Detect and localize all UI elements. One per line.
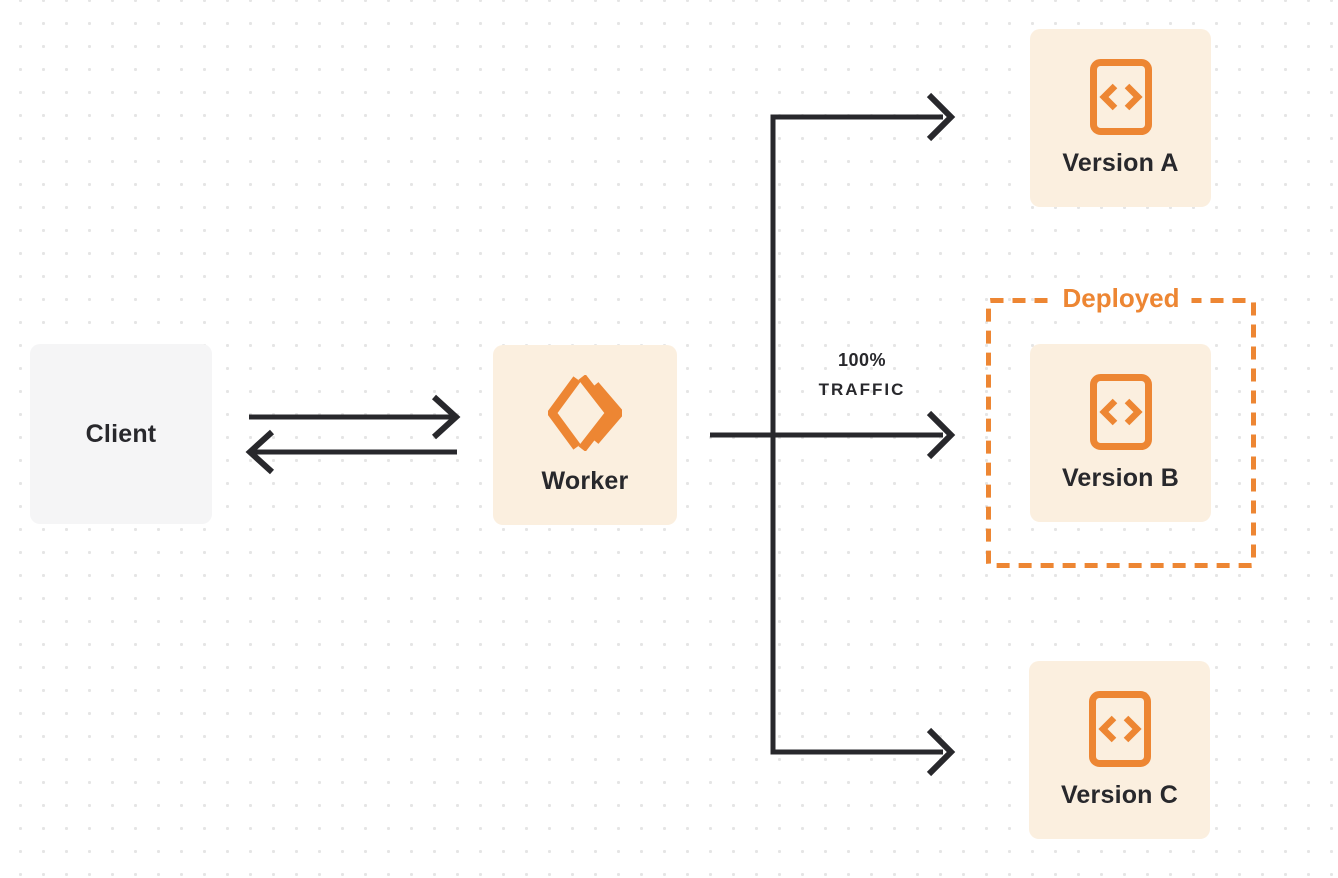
arrowhead-version-b-icon xyxy=(926,410,956,460)
arrowhead-right-icon xyxy=(431,394,461,440)
version-b-label: Version B xyxy=(1061,463,1180,492)
version-c-node: Version C xyxy=(1029,661,1210,839)
version-b-node: Version B xyxy=(1030,344,1211,522)
version-c-label: Version C xyxy=(1060,780,1179,809)
traffic-percent-text: 100% xyxy=(837,350,887,370)
traffic-word-text: TRAFFIC xyxy=(818,380,906,399)
cloudflare-workers-logo-icon xyxy=(548,374,622,451)
arrowhead-version-c-icon xyxy=(926,727,956,777)
code-file-icon xyxy=(1089,373,1152,450)
client-label: Client xyxy=(85,419,157,448)
version-a-label: Version A xyxy=(1062,148,1179,177)
client-node: Client xyxy=(30,344,212,524)
deployed-label: Deployed xyxy=(1050,282,1192,314)
worker-node: Worker xyxy=(493,345,677,525)
arrowhead-version-a-icon xyxy=(926,92,956,142)
traffic-percentage-label: 100% TRAFFIC xyxy=(788,350,936,400)
version-a-node: Version A xyxy=(1030,29,1211,207)
arrowhead-left-icon xyxy=(245,429,275,475)
code-file-icon xyxy=(1089,58,1152,135)
code-file-icon xyxy=(1088,690,1151,767)
edge-worker-to-client xyxy=(245,429,457,475)
worker-label: Worker xyxy=(541,466,629,495)
edge-client-to-worker xyxy=(249,394,461,440)
deployed-highlight-zone: Deployed xyxy=(986,282,1256,568)
